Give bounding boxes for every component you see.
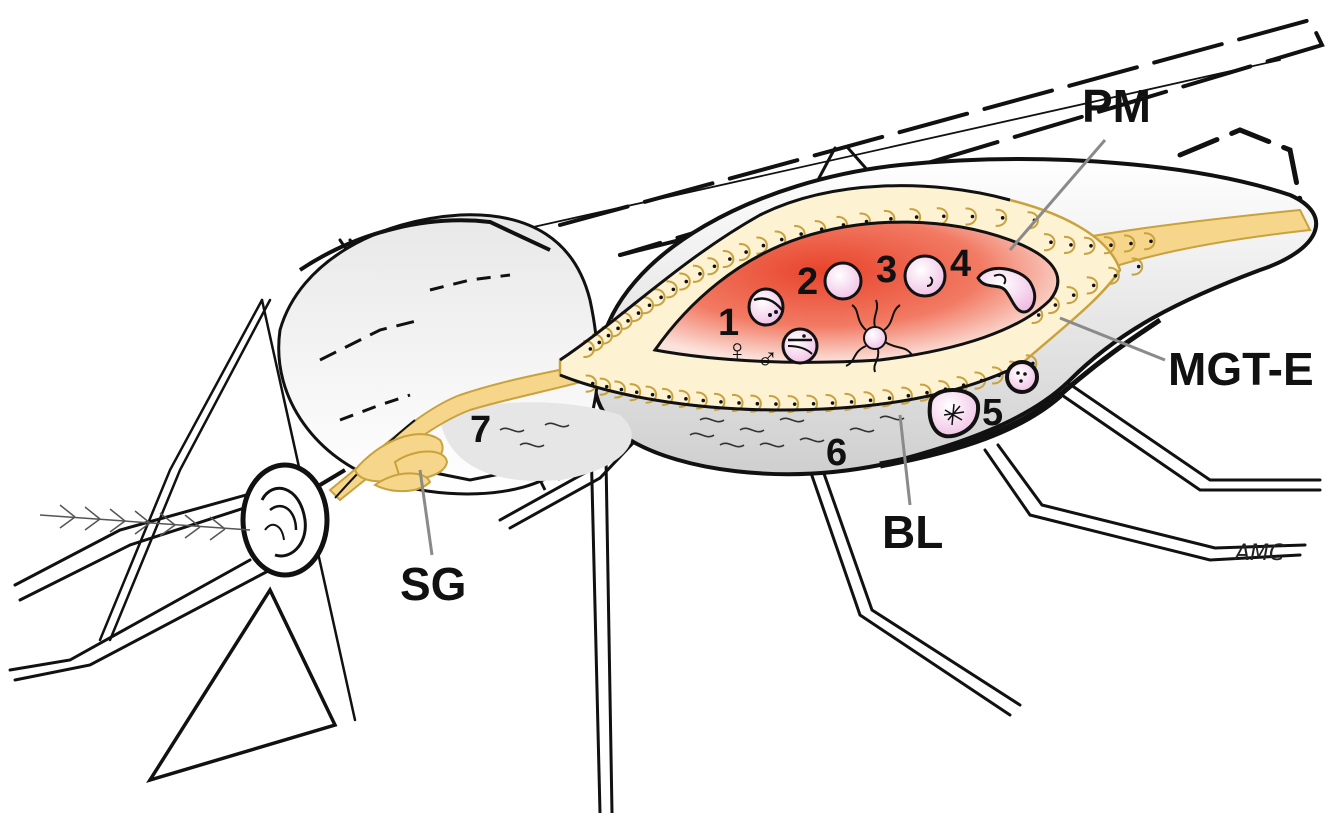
stage-label-4: 4 [950, 243, 971, 285]
cell-nucleus [762, 244, 766, 248]
cell-nucleus [648, 303, 652, 307]
cell-nucleus [756, 402, 760, 406]
cell-nucleus [850, 400, 854, 404]
cell-nucleus [616, 327, 620, 331]
cell-nucleus [626, 319, 630, 323]
label-mgt-e: MGT-E [1168, 343, 1314, 395]
cell-nucleus [698, 272, 702, 276]
cell-nucleus [667, 395, 671, 399]
male-symbol: ♂ [756, 342, 779, 375]
stage-label-7: 7 [470, 409, 491, 451]
stage-label-2: 2 [797, 261, 818, 303]
cell-nucleus [659, 296, 663, 300]
cell-nucleus [684, 280, 688, 284]
cell-nucleus [635, 390, 639, 394]
cell-nucleus [589, 347, 593, 351]
zygote [825, 263, 861, 299]
cell-nucleus [719, 400, 723, 404]
cell-nucleus [1092, 284, 1096, 288]
cell-nucleus [1054, 303, 1058, 307]
cell-nucleus [1089, 244, 1093, 248]
label-sg: SG [400, 558, 466, 610]
cell-nucleus [728, 257, 732, 261]
female-symbol: ♀ [726, 334, 749, 367]
cell-nucleus [737, 401, 741, 405]
cell-nucleus [1049, 240, 1053, 244]
cell-nucleus [1037, 313, 1041, 317]
cell-nucleus [889, 217, 893, 221]
cell-nucleus [684, 397, 688, 401]
antenna [40, 505, 250, 540]
cell-nucleus [1129, 242, 1133, 246]
cell-nucleus [1149, 239, 1153, 243]
male-gametocyte [783, 329, 817, 363]
cell-nucleus [744, 250, 748, 254]
cell-nucleus [713, 264, 717, 268]
label-bl: BL [882, 506, 943, 558]
artist-signature: AMC [1233, 541, 1285, 566]
cell-nucleus [1069, 243, 1073, 247]
cell-nucleus [925, 391, 929, 395]
cell-nucleus [812, 402, 816, 406]
cell-nucleus [1137, 265, 1141, 269]
cell-nucleus [780, 238, 784, 242]
label-pm: PM [1082, 80, 1151, 132]
cell-nucleus [915, 215, 919, 219]
cell-nucleus [942, 215, 946, 219]
cell-nucleus [1114, 274, 1118, 278]
cell-nucleus [888, 396, 892, 400]
stage-label-6: 6 [826, 432, 847, 474]
cell-nucleus [799, 232, 803, 236]
cell-nucleus [869, 398, 873, 402]
female-gametocyte [749, 289, 783, 325]
cell-nucleus [793, 402, 797, 406]
cell-nucleus [701, 399, 705, 403]
cell-nucleus [620, 388, 624, 392]
cell-nucleus [774, 402, 778, 406]
cell-nucleus [1072, 293, 1076, 297]
cell-nucleus [597, 341, 601, 345]
cell-nucleus [637, 311, 641, 315]
cell-nucleus [971, 215, 975, 219]
cell-nucleus [907, 394, 911, 398]
cell-nucleus [651, 393, 655, 397]
cell-nucleus [1109, 243, 1113, 247]
developing-zygote [905, 256, 945, 296]
head [243, 465, 345, 575]
cell-nucleus [607, 334, 611, 338]
stage-label-5: 5 [982, 392, 1003, 434]
cell-nucleus [605, 385, 609, 389]
cell-nucleus [1001, 216, 1005, 220]
cell-nucleus [831, 401, 835, 405]
cell-nucleus [672, 288, 676, 292]
stage-label-3: 3 [876, 249, 897, 291]
